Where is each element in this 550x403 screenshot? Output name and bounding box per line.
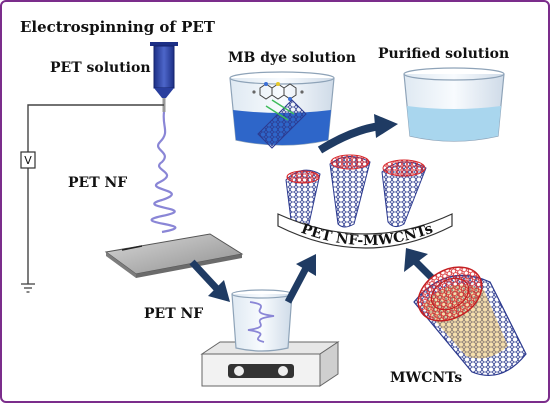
collector-plate-icon: [104, 233, 244, 278]
mwcnts-label: MWCNTs: [390, 370, 462, 386]
voltage-label: V: [24, 154, 32, 167]
composite-label-text: PET NF-MWCNTs: [299, 221, 435, 249]
pet-solution-label: PET solution: [50, 60, 151, 76]
ground-icon: [21, 283, 35, 293]
purified-beaker-icon: [403, 67, 505, 142]
purified-label: Purified solution: [378, 46, 509, 62]
arrow-collector-to-stirrer: [189, 259, 230, 302]
dye-molecule-icon: [252, 82, 304, 101]
composite-cone-right: [381, 159, 427, 228]
syringe-icon: [150, 42, 178, 112]
composite-cone-middle: [329, 154, 371, 228]
arrow-dye-to-purified: [317, 114, 398, 154]
title-label: Electrospinning of PET: [20, 18, 216, 36]
composite-banner: [277, 213, 453, 249]
carbon-nanotube-icon: [413, 266, 527, 376]
electrospun-fiber: [150, 111, 177, 234]
pet-nf-beaker-label: PET NF: [144, 306, 203, 322]
composite-label: PET NF-MWCNTs: [299, 221, 435, 249]
mb-dye-beaker-icon: [229, 71, 335, 149]
voltage-source-icon: V: [20, 151, 36, 169]
stirring-beaker-icon: [231, 289, 293, 352]
arrow-mwcnt-to-composite: [404, 248, 435, 281]
pet-nf-collector-label: PET NF: [68, 175, 127, 191]
arrow-stirrer-to-composite: [284, 254, 316, 304]
circuit-wire: [27, 104, 164, 284]
mb-dye-label: MB dye solution: [228, 50, 356, 66]
